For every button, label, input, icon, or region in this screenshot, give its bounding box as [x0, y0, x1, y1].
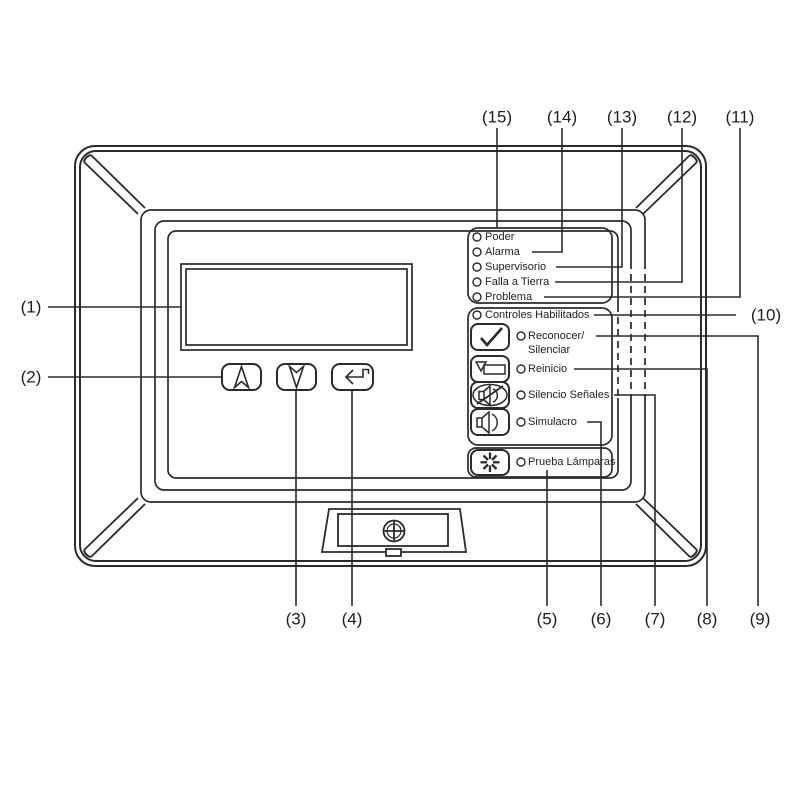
signal-silence-button[interactable] — [470, 381, 510, 409]
leader-8 — [574, 368, 708, 606]
display-outer — [180, 263, 413, 351]
up-button[interactable] — [221, 363, 262, 391]
callout-labels: (1) (2) (3) (4) (5) (6) (7) (8) (9) (10)… — [21, 108, 782, 629]
corner-seam — [83, 549, 92, 558]
lamp-burst-icon — [480, 452, 500, 472]
callout-label-5: (5) — [537, 610, 558, 629]
nav-keys — [221, 363, 374, 391]
callout-label-1: (1) — [21, 298, 42, 317]
callout-label-3: (3) — [286, 610, 307, 629]
speaker-muted-icon — [472, 383, 508, 407]
led-falla-a-tierra — [472, 277, 482, 287]
leader-6 — [587, 421, 602, 606]
callout-label-4: (4) — [342, 610, 363, 629]
ack-label-line2: Silenciar — [528, 344, 571, 356]
led-controles-habilitados — [472, 310, 482, 320]
callout-label-2: (2) — [21, 368, 42, 387]
enclosure-outer-edge — [74, 145, 707, 567]
enclosure-frame — [74, 145, 707, 567]
leader-14 — [532, 128, 563, 253]
callout-label-12: (12) — [667, 108, 697, 127]
callout-label-6: (6) — [591, 610, 612, 629]
latch-tab — [385, 548, 402, 557]
signal-silence-label: Silencio Señales — [528, 389, 610, 401]
drill-button[interactable] — [470, 408, 510, 436]
led-simulacro — [516, 417, 526, 427]
drill-label: Simulacro — [528, 416, 577, 428]
enter-button[interactable] — [331, 363, 374, 391]
led-poder — [472, 232, 482, 242]
callout-label-13: (13) — [607, 108, 637, 127]
corner-seam — [83, 154, 92, 163]
callout-label-11: (11) — [726, 108, 755, 127]
display-screen — [185, 268, 408, 346]
ack-label-line1: Reconocer/ — [528, 330, 585, 342]
corner-seam — [689, 154, 698, 163]
callout-label-15: (15) — [482, 108, 512, 127]
enter-return-icon — [344, 368, 370, 385]
corner-bevels — [83, 154, 698, 558]
lamp-test-label: Prueba Lámparas — [528, 456, 616, 468]
led-label-alarma: Alarma — [485, 246, 521, 258]
lamp-test-button[interactable] — [470, 449, 510, 476]
leader-7 — [614, 394, 656, 606]
screw-latch-icon[interactable] — [382, 519, 406, 543]
leader-13 — [556, 128, 623, 268]
lcd-display — [180, 263, 413, 351]
leader-9 — [596, 335, 759, 606]
callout-label-9: (9) — [750, 610, 771, 629]
ack-button[interactable] — [470, 323, 510, 351]
lamp-test-box — [467, 447, 613, 478]
hidden-edge-dashes — [616, 262, 647, 398]
controls-box — [467, 307, 613, 446]
reset-arrow-icon — [474, 361, 506, 375]
check-icon — [480, 327, 503, 347]
reset-button[interactable] — [470, 355, 510, 383]
callout-leader-lines — [48, 128, 759, 606]
callout-label-14: (14) — [547, 108, 577, 127]
led-reinicio — [516, 364, 526, 374]
leader-12 — [555, 128, 683, 283]
led-reconocer — [516, 331, 526, 341]
led-prueba-lamparas — [516, 457, 526, 467]
arrow-down-icon — [287, 364, 306, 391]
latch-plate — [337, 513, 449, 547]
led-silencio-senales — [516, 390, 526, 400]
reset-label: Reinicio — [528, 363, 567, 375]
controls-enabled-label: Controles Habilitados — [485, 309, 590, 321]
corner-seam — [689, 549, 698, 558]
status-led-box — [467, 227, 613, 304]
leader-11 — [544, 128, 741, 298]
arrow-up-icon — [232, 363, 251, 390]
led-supervisorio — [472, 262, 482, 272]
callout-label-10: (10) — [751, 306, 781, 325]
enclosure-inner-edge — [79, 150, 702, 562]
led-alarma — [472, 247, 482, 257]
down-button[interactable] — [276, 363, 317, 391]
speaker-icon — [476, 410, 498, 435]
led-label-supervisorio: Supervisorio — [485, 261, 546, 273]
led-problema — [472, 292, 482, 302]
led-label-problema: Problema — [485, 291, 533, 303]
callout-label-8: (8) — [697, 610, 718, 629]
led-label-poder: Poder — [485, 231, 515, 243]
door-latch[interactable] — [320, 508, 468, 557]
callout-label-7: (7) — [645, 610, 666, 629]
led-label-falla-a-tierra: Falla a Tierra — [485, 276, 550, 288]
